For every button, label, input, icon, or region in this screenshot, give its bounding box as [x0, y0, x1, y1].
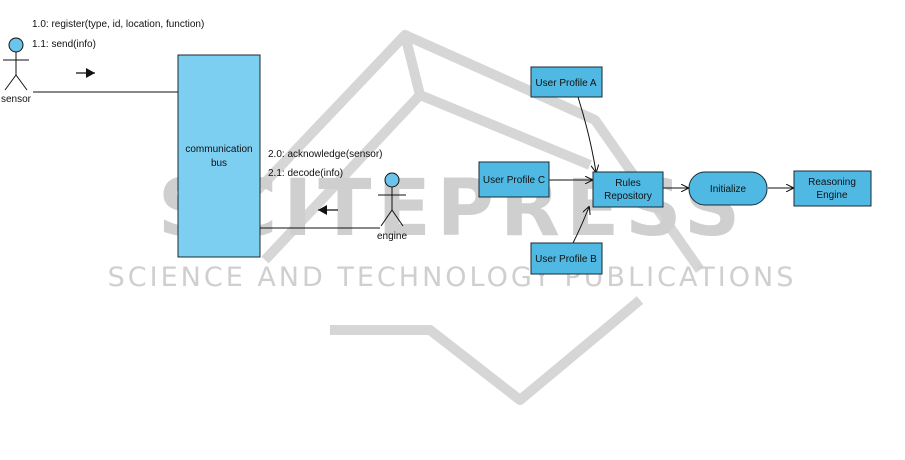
user-profile-b-label: User Profile B — [535, 254, 597, 265]
rules-label-line2: Repository — [604, 191, 652, 202]
communication-bus[interactable]: communication bus — [178, 55, 260, 257]
sensor-label: sensor — [1, 94, 32, 105]
sensor-head — [9, 38, 23, 52]
user-profile-c-node[interactable]: User Profile C — [479, 162, 549, 197]
user-profile-a-node[interactable]: User Profile A — [531, 67, 602, 97]
reasoning-label-line1: Reasoning — [808, 177, 856, 188]
rules-label-line1: Rules — [615, 178, 641, 189]
message-acknowledge: 2.0: acknowledge(sensor) — [268, 149, 383, 160]
reasoning-label-line2: Engine — [816, 190, 848, 201]
initialize-node[interactable]: Initialize — [689, 172, 767, 205]
bus-label-line2: bus — [211, 158, 227, 169]
message-send: 1.1: send(info) — [32, 39, 96, 50]
engine-label: engine — [377, 231, 407, 242]
user-profile-b-node[interactable]: User Profile B — [531, 243, 602, 274]
initialize-label: Initialize — [710, 184, 747, 195]
engine-head — [385, 173, 399, 187]
message-arrowhead-right — [86, 68, 95, 78]
user-profile-a-label: User Profile A — [535, 78, 596, 89]
user-profile-c-label: User Profile C — [483, 175, 545, 186]
message-register: 1.0: register(type, id, location, functi… — [32, 19, 204, 30]
rules-repository-node[interactable]: Rules Repository — [593, 172, 663, 207]
bus-label-line1: communication — [185, 144, 252, 155]
message-decode: 2.1: decode(info) — [268, 168, 343, 179]
reasoning-engine-node[interactable]: Reasoning Engine — [794, 171, 871, 206]
watermark-subtitle: SCIENCE AND TECHNOLOGY PUBLICATIONS — [108, 262, 797, 293]
sensor-actor[interactable]: sensor — [1, 38, 32, 105]
